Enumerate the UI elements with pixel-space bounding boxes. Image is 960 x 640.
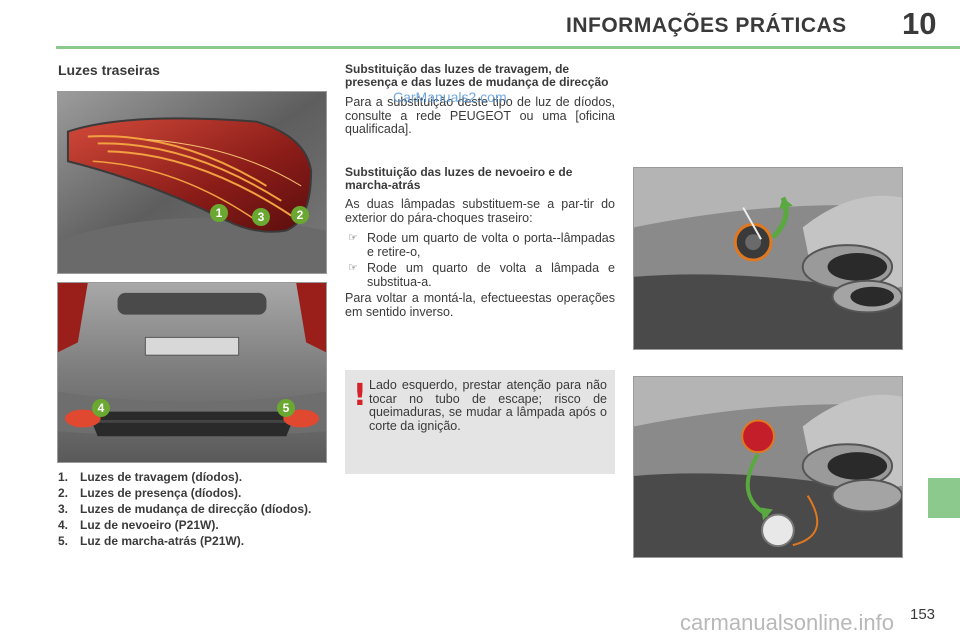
led-lamps-heading: Substituição das luzes de travagem, de p… — [345, 62, 609, 89]
caption-list: 1.Luzes de travagem (díodos). 2.Luzes de… — [58, 470, 328, 550]
fog-reverse-block: Substituição das luzes de nevoeiro e de … — [345, 166, 615, 319]
pointing-hand-icon: ☞ — [348, 262, 358, 274]
fog-reverse-intro: As duas lâmpadas substituem-se a par-tir… — [345, 197, 615, 225]
tail-light-photo: 1 3 2 — [57, 91, 327, 274]
warning-text: Lado esquerdo, prestar atenção para não … — [369, 378, 607, 433]
rear-bumper-photo: 4 5 — [57, 282, 327, 463]
callout-1: 1 — [210, 204, 228, 222]
watermark-bottom: carmanualsonline.info — [680, 610, 895, 635]
section-title: Luzes traseiras — [58, 62, 160, 78]
led-lamps-text: Para a substituição deste tipo de luz de… — [345, 95, 615, 136]
callout-4: 4 — [92, 399, 110, 417]
page-number: 153 — [910, 606, 936, 623]
pointing-hand-icon: ☞ — [348, 232, 358, 244]
caption-item: 1.Luzes de travagem (díodos). — [58, 470, 243, 484]
fog-reverse-heading: Substituição das luzes de nevoeiro e de … — [345, 165, 573, 192]
chapter-side-tab — [928, 478, 960, 518]
caption-item: 5.Luz de marcha-atrás (P21W). — [58, 534, 245, 548]
caption-item: 3.Luzes de mudança de direcção (díodos). — [58, 502, 312, 516]
callout-5: 5 — [277, 399, 295, 417]
chapter-number: 10 — [902, 6, 937, 41]
chapter-title: INFORMAÇÕES PRÁTICAS — [566, 14, 847, 37]
led-lamps-block: Substituição das luzes de travagem, de p… — [345, 63, 615, 137]
caption-item: 2.Luzes de presença (díodos). — [58, 486, 242, 500]
callout-3: 3 — [252, 208, 270, 226]
bulb-removal-photo — [633, 376, 903, 558]
fog-reverse-outro: Para voltar a montá-la, efectueestas ope… — [345, 291, 615, 319]
fog-reverse-steps: ☞Rode um quarto de volta o porta--lâmpad… — [345, 231, 615, 289]
warning-exclamation-icon: ! — [353, 378, 367, 413]
step-item: ☞Rode um quarto de volta o porta--lâmpad… — [345, 231, 615, 259]
step-item: ☞Rode um quarto de volta a lâmpada e sub… — [345, 261, 615, 289]
warning-box: ! Lado esquerdo, prestar atenção para nã… — [345, 370, 615, 474]
callout-2: 2 — [291, 206, 309, 224]
caption-item: 4.Luz de nevoeiro (P21W). — [58, 518, 219, 532]
lamp-holder-photo — [633, 167, 903, 350]
header-rule — [56, 46, 960, 49]
watermark-top: CarManuals2.com — [393, 89, 507, 105]
